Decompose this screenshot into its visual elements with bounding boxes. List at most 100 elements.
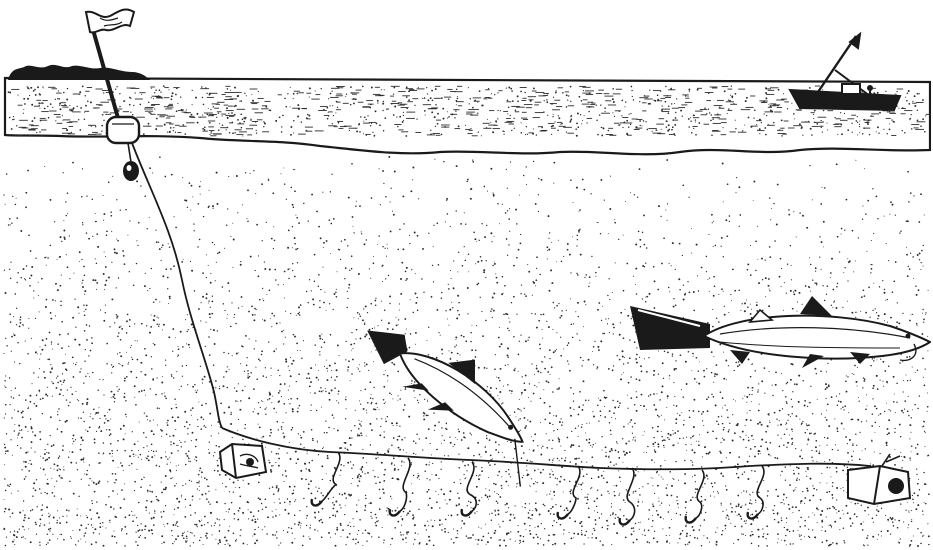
stipple-dot bbox=[51, 368, 53, 370]
stipple-dot bbox=[491, 308, 493, 310]
stipple-dot bbox=[800, 503, 801, 504]
stipple-dot bbox=[295, 249, 297, 251]
stipple-dot bbox=[141, 529, 143, 531]
stipple-dot bbox=[447, 319, 448, 320]
stipple-dot bbox=[652, 505, 654, 507]
stipple-dot bbox=[199, 467, 201, 469]
stipple-dot bbox=[157, 424, 158, 425]
stipple-dot bbox=[467, 447, 469, 449]
stipple-dot bbox=[493, 310, 495, 312]
stipple-dot bbox=[740, 310, 741, 311]
stipple-dot bbox=[887, 434, 889, 436]
stipple-dot bbox=[785, 396, 787, 398]
stipple-dot bbox=[520, 243, 522, 245]
stipple-dot bbox=[87, 470, 88, 471]
stipple-dot bbox=[578, 425, 579, 426]
stipple-dot bbox=[743, 490, 744, 491]
stipple-dot bbox=[623, 515, 625, 517]
stipple-dot bbox=[347, 371, 348, 372]
stipple-dot bbox=[254, 308, 256, 310]
stipple-dot bbox=[319, 307, 321, 309]
stipple-dot bbox=[252, 314, 254, 316]
stipple-dot bbox=[894, 464, 896, 466]
stipple-dot bbox=[712, 309, 713, 310]
stipple-dot bbox=[114, 401, 115, 402]
stipple-dot bbox=[14, 430, 15, 431]
stipple-dot bbox=[864, 168, 865, 169]
stipple-dot bbox=[361, 468, 362, 469]
stipple-dot bbox=[837, 283, 838, 284]
stipple-dot bbox=[478, 478, 480, 480]
stipple-dot bbox=[83, 459, 85, 461]
stipple-dot bbox=[539, 344, 541, 346]
stipple-dot bbox=[60, 305, 61, 306]
stipple-dot bbox=[406, 542, 407, 543]
stipple-dot bbox=[425, 437, 427, 439]
stipple-dot bbox=[290, 375, 292, 377]
stipple-dot bbox=[345, 341, 346, 342]
stipple-dot bbox=[623, 337, 625, 339]
stipple-dot bbox=[581, 461, 583, 463]
stipple-dot bbox=[494, 532, 496, 534]
stipple-dot bbox=[327, 455, 329, 457]
stipple-dot bbox=[63, 381, 64, 382]
stipple-dot bbox=[187, 531, 188, 532]
stipple-dot bbox=[392, 211, 393, 212]
stipple-dot bbox=[836, 396, 837, 397]
stipple-dot bbox=[529, 510, 530, 511]
stipple-dot bbox=[654, 531, 655, 532]
stipple-dot bbox=[541, 523, 542, 524]
stipple-dot bbox=[563, 533, 564, 534]
stipple-dot bbox=[721, 461, 723, 463]
stipple-dot bbox=[922, 426, 923, 427]
stipple-dot bbox=[272, 396, 273, 397]
stipple-dot bbox=[761, 380, 763, 382]
stipple-dot bbox=[749, 456, 750, 457]
stipple-dot bbox=[92, 481, 93, 482]
stipple-dot bbox=[853, 271, 854, 272]
stipple-dot bbox=[524, 294, 525, 295]
stipple-dot bbox=[376, 517, 377, 518]
stipple-dot bbox=[204, 376, 206, 378]
stipple-dot bbox=[679, 438, 680, 439]
stipple-dot bbox=[519, 543, 520, 544]
stipple-dot bbox=[347, 525, 349, 527]
stipple-dot bbox=[235, 487, 236, 488]
stipple-dot bbox=[271, 375, 272, 376]
stipple-dot bbox=[80, 539, 81, 540]
stipple-dot bbox=[84, 473, 85, 474]
stipple-dot bbox=[784, 282, 785, 283]
stipple-dot bbox=[210, 307, 211, 308]
stipple-dot bbox=[40, 456, 41, 457]
stipple-dot bbox=[110, 215, 112, 217]
stipple-dot bbox=[308, 221, 309, 222]
stipple-dot bbox=[114, 322, 115, 323]
stipple-dot bbox=[383, 374, 384, 375]
stipple-dot bbox=[31, 427, 33, 429]
stipple-dot bbox=[828, 425, 830, 427]
stipple-dot bbox=[40, 523, 41, 524]
stipple-dot bbox=[345, 267, 347, 269]
stipple-dot bbox=[171, 408, 173, 410]
stipple-dot bbox=[733, 543, 734, 544]
stipple-dot bbox=[216, 262, 217, 263]
stipple-dot bbox=[845, 380, 847, 382]
stipple-dot bbox=[815, 440, 817, 442]
stipple-dot bbox=[572, 236, 573, 237]
stipple-dot bbox=[805, 285, 807, 287]
stipple-dot bbox=[440, 489, 442, 491]
stipple-dot bbox=[570, 298, 571, 299]
stipple-dot bbox=[73, 434, 75, 436]
stipple-dot bbox=[584, 497, 585, 498]
stipple-dot bbox=[187, 331, 188, 332]
stipple-dot bbox=[584, 301, 586, 303]
stipple-dot bbox=[780, 502, 781, 503]
stipple-dot bbox=[279, 375, 280, 376]
stipple-dot bbox=[843, 428, 844, 429]
stipple-dot bbox=[219, 458, 220, 459]
stipple-dot bbox=[654, 449, 655, 450]
stipple-dot bbox=[744, 471, 745, 472]
stipple-dot bbox=[736, 506, 738, 508]
stipple-dot bbox=[669, 535, 670, 536]
stipple-dot bbox=[511, 302, 512, 303]
